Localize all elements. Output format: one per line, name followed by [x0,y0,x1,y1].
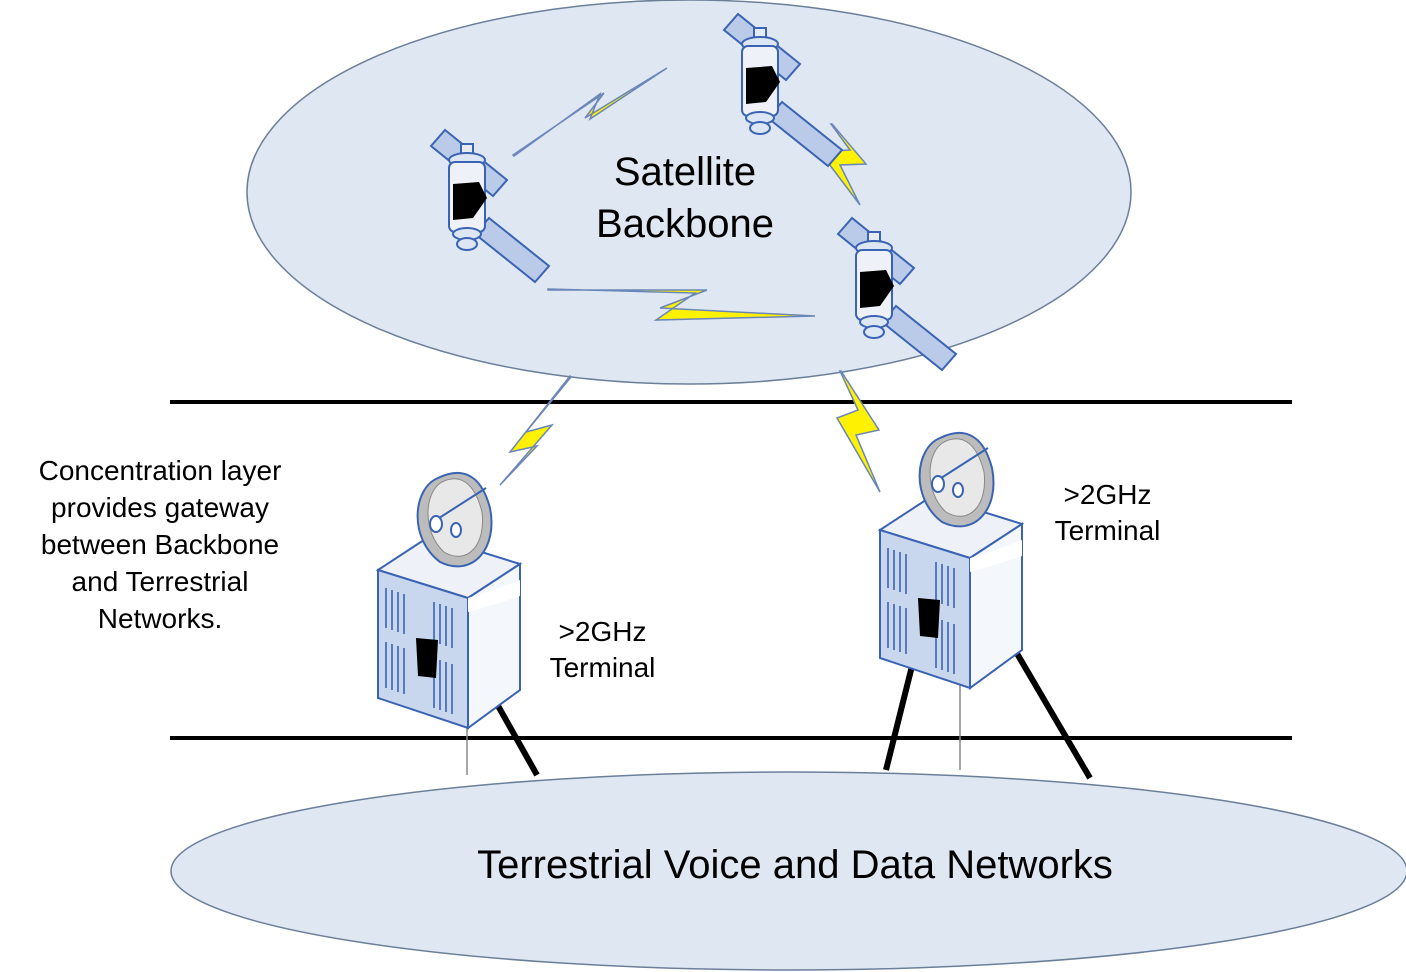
lightning-link-icon [818,123,868,206]
satellite-backbone-label: Satellite Backbone [596,150,774,246]
terminal-label: >2GHz Terminal [1054,479,1161,547]
lightning-link-icon [499,374,573,486]
satellite-backbone-ellipse [246,0,1132,385]
lightning-link-icon [835,370,881,493]
terrestrial-network-ellipse [170,771,1406,971]
terminal-label: >2GHz Terminal [549,616,656,684]
lightning-link-icon [511,67,668,157]
lightning-link-icon [547,288,816,321]
concentration-layer-note: Concentration layer provides gateway bet… [38,455,282,634]
ground-terminal-icon [879,431,1023,689]
ground-terminal-icon [377,471,521,729]
terrestrial-networks-label: Terrestrial Voice and Data Networks [477,843,1113,887]
